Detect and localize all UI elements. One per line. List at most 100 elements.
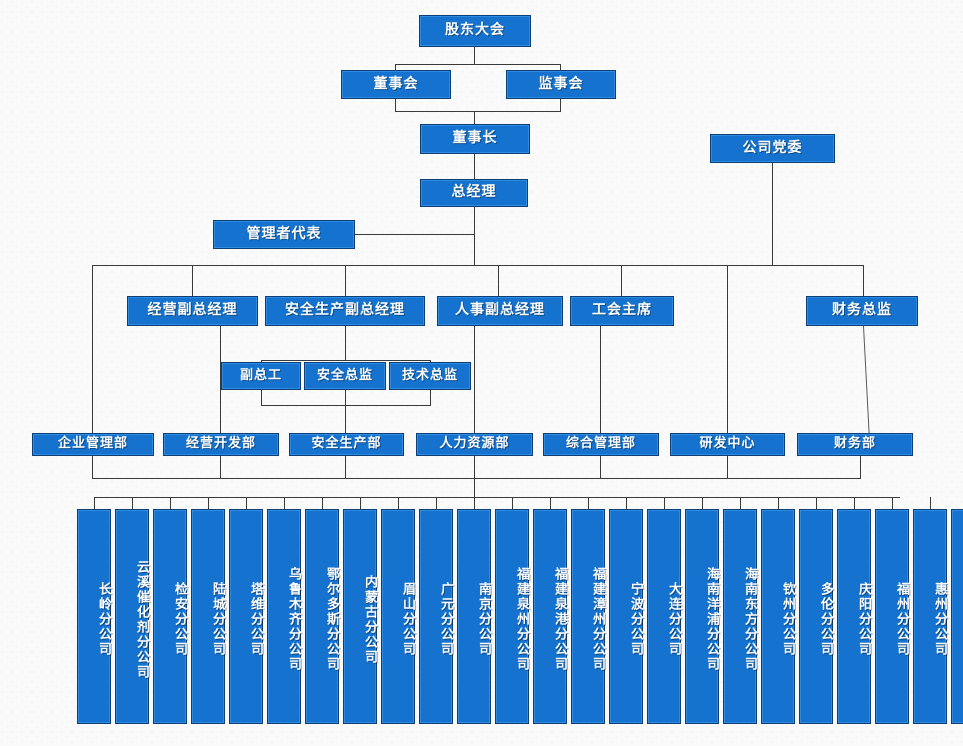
- connector-board-down: [395, 98, 396, 111]
- connector-chairman-bus: [395, 111, 561, 112]
- connector-cfo-finance: [863, 325, 870, 434]
- node-management-representative[interactable]: 管理者代表: [213, 220, 355, 249]
- node-vice-manager-hr[interactable]: 人事副总经理: [437, 296, 563, 326]
- connector-branch-tick: [816, 497, 817, 509]
- node-technical-director[interactable]: 技术总监: [389, 362, 471, 390]
- connector-chiefs-lower-bus: [261, 405, 431, 406]
- connector-deptbus-tick-6: [727, 456, 728, 478]
- connector-deptbus-tick-7: [860, 456, 861, 478]
- connector-branch-tick: [322, 497, 323, 509]
- connector-branch-tick: [512, 497, 513, 509]
- connector-branch-tick: [360, 497, 361, 509]
- connector-chairman-gm: [474, 154, 475, 180]
- node-branch-company[interactable]: 海南东方分公司: [723, 509, 757, 724]
- connector-gm-down: [474, 207, 475, 265]
- node-branch-company[interactable]: 庆阳分公司: [837, 509, 871, 724]
- connector-safety-vm-down: [345, 326, 346, 360]
- node-general-manager[interactable]: 总经理: [420, 179, 528, 207]
- connector-branch-tick: [284, 497, 285, 509]
- node-branch-company[interactable]: 福建泉州分公司: [495, 509, 529, 724]
- connector-exec-bus: [92, 265, 864, 266]
- connector-shareholders-bus: [395, 64, 560, 65]
- connector-chief-tick-3: [430, 360, 431, 363]
- connector-branch-bus: [94, 497, 900, 498]
- connector-party-down: [772, 162, 773, 265]
- node-department-rd-center[interactable]: 研发中心: [670, 433, 785, 456]
- node-branch-company[interactable]: 眉山分公司: [381, 509, 415, 724]
- connector-deptbus-tick-4: [474, 456, 475, 497]
- node-union-chairman[interactable]: 工会主席: [570, 296, 674, 326]
- connector-dept-drop-1: [92, 265, 93, 433]
- connector-branch-tick: [664, 497, 665, 509]
- connector-chief-down-3: [430, 390, 431, 405]
- node-branch-company[interactable]: 惠州分公司: [913, 509, 947, 724]
- node-party-committee[interactable]: 公司党委: [710, 134, 835, 163]
- node-branch-company[interactable]: 陆城分公司: [191, 509, 225, 724]
- node-department-human-resources[interactable]: 人力资源部: [416, 433, 533, 456]
- node-branch-company[interactable]: 福建漳州分公司: [571, 509, 605, 724]
- connector-branch-tick: [740, 497, 741, 509]
- node-department-safety-production[interactable]: 安全生产部: [289, 433, 404, 456]
- connector-board-up: [395, 64, 396, 72]
- connector-branch-tick: [170, 497, 171, 509]
- connector-supervisors-up: [560, 64, 561, 72]
- node-cfo[interactable]: 财务总监: [806, 296, 918, 326]
- node-branch-company[interactable]: 宁波分公司: [609, 509, 643, 724]
- connector-chief-down-1: [261, 390, 262, 405]
- connector-dept-drop-6: [727, 265, 728, 433]
- connector-branch-tick: [132, 497, 133, 509]
- node-deputy-chief-engineer[interactable]: 副总工: [221, 362, 301, 390]
- connector-chief-tick-1: [261, 360, 262, 363]
- node-branch-company[interactable]: 大连分公司: [647, 509, 681, 724]
- connector-branch-tick: [588, 497, 589, 509]
- node-branch-company[interactable]: 内蒙古分公司: [343, 509, 377, 724]
- node-branch-company[interactable]: 彭州分公司: [951, 509, 963, 724]
- node-board[interactable]: 董事会: [341, 70, 451, 99]
- node-branch-company[interactable]: 福建泉港分公司: [533, 509, 567, 724]
- connector-exec-tick-4: [621, 265, 622, 296]
- connector-chief-down-2: [345, 390, 346, 405]
- node-shareholders[interactable]: 股东大会: [419, 15, 531, 47]
- node-safety-director[interactable]: 安全总监: [304, 362, 386, 390]
- connector-deptbus-tick-5: [600, 456, 601, 478]
- connector-chairman-up: [474, 111, 475, 124]
- connector-branch-tick: [626, 497, 627, 509]
- node-chairman[interactable]: 董事长: [420, 124, 530, 154]
- connector-branch-tick: [474, 497, 475, 509]
- node-supervisors[interactable]: 监事会: [506, 70, 616, 99]
- node-department-general-management[interactable]: 综合管理部: [543, 433, 659, 456]
- node-branch-company[interactable]: 福州分公司: [875, 509, 909, 724]
- node-vice-manager-safety-production[interactable]: 安全生产副总经理: [265, 296, 425, 326]
- node-department-enterprise-management[interactable]: 企业管理部: [32, 433, 154, 456]
- connector-branch-tick: [778, 497, 779, 509]
- connector-exec-tick-1: [192, 265, 193, 296]
- node-department-finance[interactable]: 财务部: [797, 433, 913, 456]
- node-branch-company[interactable]: 塔维分公司: [229, 509, 263, 724]
- node-branch-company[interactable]: 海南洋浦分公司: [685, 509, 719, 724]
- connector-branch-tick: [436, 497, 437, 509]
- node-branch-company[interactable]: 乌鲁木齐分公司: [267, 509, 301, 724]
- node-branch-company[interactable]: 云溪催化剂分公司: [115, 509, 149, 724]
- connector-deptbus-tick-2: [220, 456, 221, 478]
- node-branch-company[interactable]: 多伦分公司: [799, 509, 833, 724]
- connector-dept-drop-2: [220, 326, 221, 433]
- node-branch-company[interactable]: 钦州分公司: [761, 509, 795, 724]
- connector-branch-tick: [702, 497, 703, 509]
- connector-dept-drop-4: [474, 326, 475, 433]
- node-department-business-development[interactable]: 经营开发部: [163, 433, 279, 456]
- node-branch-company[interactable]: 广元分公司: [419, 509, 453, 724]
- connector-dept-bus: [92, 478, 861, 479]
- connector-mgmt-rep-link: [355, 234, 475, 235]
- connector-branch-tick: [930, 497, 931, 509]
- node-branch-company[interactable]: 长岭分公司: [77, 509, 111, 724]
- connector-exec-tick-3: [498, 265, 499, 296]
- node-branch-company[interactable]: 南京分公司: [457, 509, 491, 724]
- connector-dept-drop-3: [345, 405, 346, 433]
- node-branch-company[interactable]: 鄂尔多斯分公司: [305, 509, 339, 724]
- connector-branch-tick: [94, 497, 95, 509]
- connector-branch-tick: [246, 497, 247, 509]
- node-branch-company[interactable]: 检安分公司: [153, 509, 187, 724]
- node-vice-manager-operations[interactable]: 经营副总经理: [127, 296, 258, 326]
- connector-exec-tick-2: [345, 265, 346, 296]
